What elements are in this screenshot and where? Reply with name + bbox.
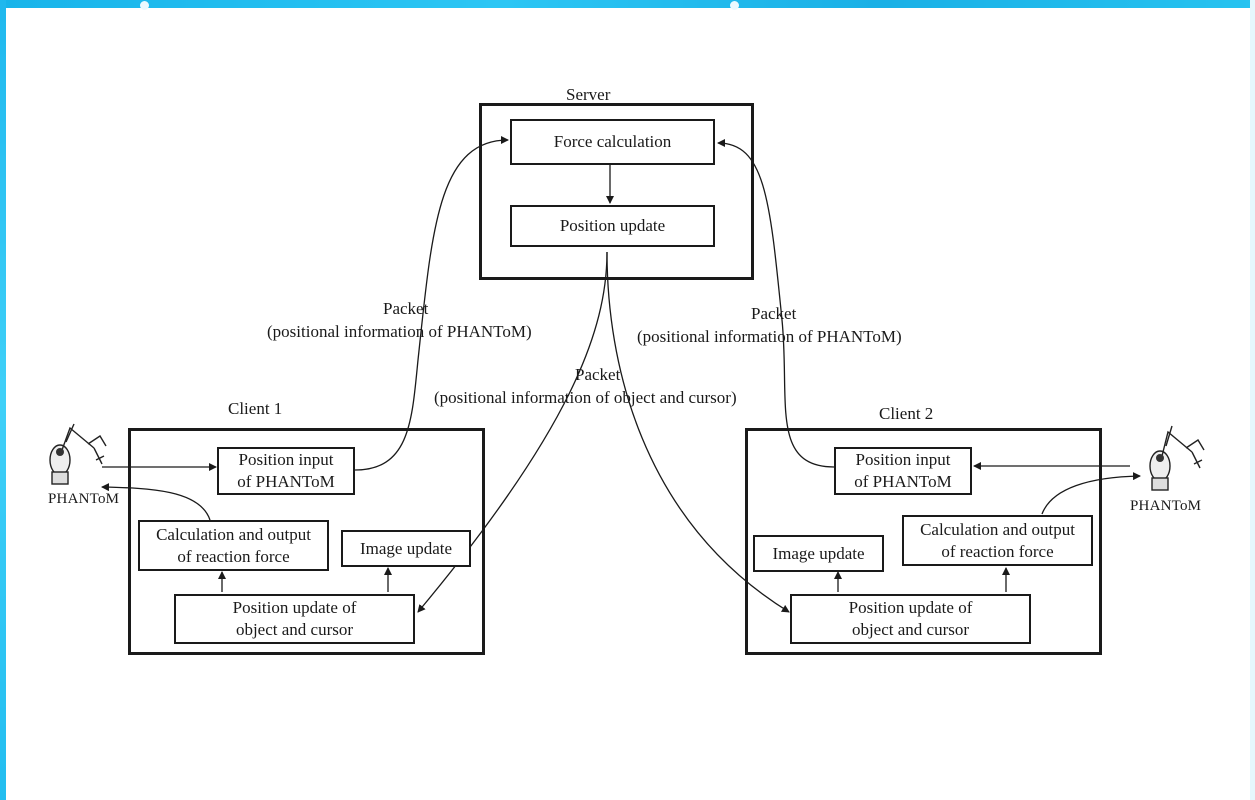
- arrow-server-to-client2: [606, 251, 790, 613]
- frame-right-bar: [1250, 0, 1255, 800]
- client2-position-input-box: Position input of PHANToM: [834, 447, 972, 495]
- frame-top-bar: [0, 0, 1255, 8]
- arrow-client1-to-server: [354, 136, 509, 471]
- client1-position-input-box: Position input of PHANToM: [217, 447, 355, 495]
- client1-position-update-box: Position update of object and cursor: [174, 594, 415, 644]
- frame-dot: [730, 1, 739, 10]
- packet-center-desc: (positional information of object and cu…: [434, 388, 737, 407]
- client2-position-update-box: Position update of object and cursor: [790, 594, 1031, 644]
- server-position-update-box: Position update: [510, 205, 715, 247]
- server-container: [479, 103, 754, 280]
- client1-device-label: PHANToM: [48, 491, 120, 507]
- client1-image-update-box: Image update: [341, 530, 471, 567]
- client2-title: Client 2: [879, 404, 934, 423]
- frame-dot: [140, 1, 149, 10]
- packet-left-desc: (positional information of PHANToM): [267, 322, 532, 341]
- haptic-device-icon: [1149, 425, 1205, 491]
- packet-right-desc: (positional information of PHANToM): [637, 327, 902, 346]
- frame-left-bar: [0, 0, 6, 800]
- packet-center-title: Packet: [575, 365, 621, 384]
- arrow-c1-force-to-device: [101, 483, 211, 521]
- arrow-server-to-client1: [417, 251, 608, 613]
- client1-reaction-force-box: Calculation and output of reaction force: [138, 520, 329, 571]
- packet-right-title: Packet: [751, 304, 797, 323]
- arrow-c2-force-to-device: [1041, 472, 1141, 515]
- client2-image-update-box: Image update: [753, 535, 884, 572]
- server-title: Server: [566, 85, 611, 104]
- client2-device-label: PHANToM: [1130, 498, 1202, 514]
- client1-title: Client 1: [228, 399, 283, 418]
- force-calculation-box: Force calculation: [510, 119, 715, 165]
- client1-container: [128, 428, 485, 655]
- client2-container: [745, 428, 1102, 655]
- haptic-device-icon: [49, 423, 107, 485]
- packet-left-title: Packet: [383, 299, 429, 318]
- client2-reaction-force-box: Calculation and output of reaction force: [902, 515, 1093, 566]
